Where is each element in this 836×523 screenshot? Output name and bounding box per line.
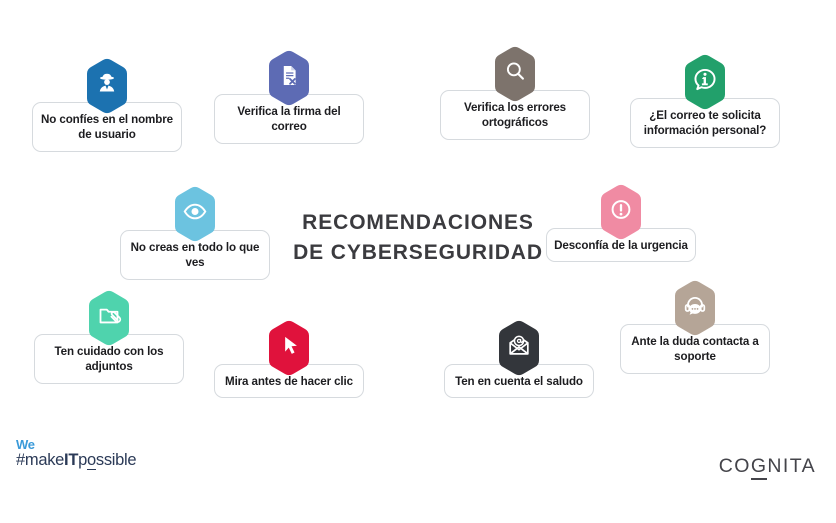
info-speech-bubble-icon — [678, 52, 732, 112]
recommendation-node-verifica-firma: Verifica la firma del correo — [214, 48, 364, 144]
slogan-it: IT — [64, 451, 79, 470]
recommendation-label: Ante la duda contacta a soporte — [631, 335, 759, 364]
recommendation-label: Ten cuidado con los adjuntos — [54, 345, 164, 374]
footer-slogan: We #makeITpossible — [16, 437, 137, 471]
recommendation-node-solicita-informacion: ¿El correo te solicita información perso… — [630, 52, 780, 148]
page-title-line-2: DE CYBERSEGURIDAD — [293, 240, 543, 264]
cognita-logo: COGNITA — [718, 455, 816, 480]
recommendation-label: No confíes en el nombre de usuario — [41, 113, 173, 142]
recommendation-node-cuidado-adjuntos: Ten cuidado con los adjuntos — [34, 288, 184, 384]
recommendation-label: Verifica la firma del correo — [237, 105, 341, 134]
page-title-line-1: RECOMENDACIONES — [302, 211, 534, 234]
slogan-ssible: ssible — [95, 451, 137, 470]
recommendation-label: Ten en cuenta el saludo — [455, 375, 583, 388]
recommendation-label: ¿El correo te solicita información perso… — [643, 109, 767, 138]
logo-letter-g-underlined: G — [750, 455, 768, 480]
recommendation-node-no-confies-usuario: No confíes en el nombre de usuario — [32, 56, 182, 152]
recommendation-label: No creas en todo lo que ves — [130, 241, 260, 270]
recommendation-label: Desconfía de la urgencia — [554, 239, 688, 252]
eye-icon — [168, 184, 222, 244]
recommendation-node-contacta-soporte: Ante la duda contacta a soporte — [620, 278, 770, 374]
recommendation-node-desconfia-urgencia: Desconfía de la urgencia — [546, 182, 696, 263]
envelope-at-icon — [492, 318, 546, 378]
headset-support-icon — [668, 278, 722, 338]
spy-user-icon — [80, 56, 134, 116]
recommendation-label: Verifica los errores ortográficos — [463, 101, 566, 130]
slogan-p: p — [78, 451, 87, 470]
logo-letters-nita: NITA — [767, 455, 816, 477]
mouse-cursor-icon — [262, 318, 316, 378]
alert-exclamation-icon — [594, 182, 648, 242]
recommendation-card: ¿El correo te solicita información perso… — [630, 98, 780, 148]
logo-letter-o: O — [734, 455, 751, 477]
slogan-o-underlined: o — [87, 451, 96, 471]
recommendation-node-no-creas-todo: No creas en todo lo que ves — [120, 184, 270, 280]
page-title: RECOMENDACIONES DE CYBERSEGURIDAD — [270, 208, 566, 268]
logo-letter-c: C — [718, 455, 735, 477]
folder-paperclip-icon — [82, 288, 136, 348]
recommendation-node-mira-antes-clic: Mira antes de hacer clic — [214, 318, 364, 399]
document-signature-icon — [262, 48, 316, 108]
recommendation-node-verifica-ortografia: Verifica los errores ortográficos — [440, 44, 590, 140]
recommendation-node-ten-en-cuenta-saludo: Ten en cuenta el saludo — [444, 318, 594, 399]
recommendation-label: Mira antes de hacer clic — [225, 375, 353, 388]
magnifying-glass-icon — [488, 44, 542, 104]
slogan-we: We — [16, 437, 35, 452]
slogan-hashtag: #makeITpossible — [16, 451, 137, 471]
slogan-make: #make — [16, 451, 65, 470]
